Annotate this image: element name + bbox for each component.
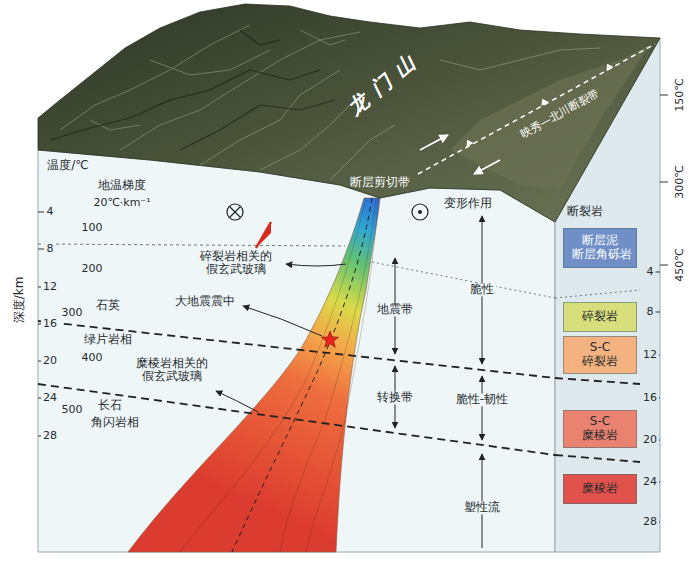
boundary-line bbox=[38, 244, 345, 246]
mineral-label: 长石 bbox=[98, 399, 122, 412]
strike-slip-arrow bbox=[420, 135, 448, 150]
column-title: 变形作用 bbox=[444, 197, 492, 210]
zone-name: 断层剪切带 bbox=[350, 176, 410, 189]
depth-value: 8 bbox=[45, 243, 56, 255]
box-text: 糜棱岩 bbox=[582, 482, 618, 496]
slip-arrow bbox=[256, 222, 271, 248]
mineral-label: 石英 bbox=[96, 299, 120, 312]
box-text: 碎裂岩 bbox=[582, 310, 618, 324]
leader-arrow bbox=[286, 264, 346, 266]
ridge bbox=[260, 100, 355, 170]
terrain-valleys bbox=[50, 30, 335, 150]
box-text: S-C 碎裂岩 bbox=[572, 341, 628, 369]
temperature-ticks bbox=[660, 95, 668, 265]
facies-boundary bbox=[38, 384, 555, 455]
fault-rock-box: 断层泥断层角砾岩 bbox=[563, 228, 637, 268]
temperature-value: 300 bbox=[62, 307, 83, 319]
temperature-value: 200 bbox=[82, 263, 103, 275]
boundary-line bbox=[372, 262, 555, 298]
temperature-value: 400 bbox=[82, 352, 103, 364]
callout-text: 碎裂岩相关的假玄武玻璃 bbox=[197, 250, 275, 276]
depth-value: 12 bbox=[41, 281, 59, 293]
shear-line bbox=[180, 198, 366, 552]
terrain-surface bbox=[38, 4, 660, 222]
facies-label: 绿片岩相 bbox=[84, 333, 132, 346]
box-text: 断层泥 bbox=[582, 234, 618, 248]
epicentre-star bbox=[321, 331, 338, 347]
ridge bbox=[330, 125, 395, 180]
facies-label: 角闪岩相 bbox=[91, 416, 139, 429]
axis-title: 深度/km bbox=[13, 277, 26, 324]
depth-value: 4 bbox=[645, 266, 656, 278]
into-page-symbol bbox=[227, 204, 243, 220]
zone-label: 转换带 bbox=[375, 391, 415, 404]
range-arrow bbox=[482, 376, 483, 440]
fault-shear-zone bbox=[128, 198, 380, 552]
front-face bbox=[38, 150, 555, 552]
leader-arrow bbox=[216, 391, 258, 412]
into-page-symbol bbox=[230, 207, 241, 218]
temperature-label: 300℃ bbox=[674, 165, 686, 198]
ridge bbox=[440, 48, 600, 70]
thrust-tooth bbox=[607, 64, 614, 71]
temperature-value: 100 bbox=[82, 222, 103, 234]
facies-boundary bbox=[555, 378, 640, 384]
terrain-ridges bbox=[60, 25, 600, 180]
thrust-tooth bbox=[467, 140, 474, 147]
fault-rock-box: S-C 碎裂岩 bbox=[563, 336, 637, 374]
depth-value: 16 bbox=[41, 318, 59, 330]
depth-value: 20 bbox=[41, 355, 59, 367]
leader-arrow bbox=[243, 306, 322, 336]
box-text: 断层角砾岩 bbox=[572, 248, 628, 262]
depth-value: 4 bbox=[45, 206, 56, 218]
ridge bbox=[60, 25, 250, 130]
depth-value: 8 bbox=[645, 306, 656, 318]
callout-text: 糜棱岩相关的假玄武玻璃 bbox=[133, 357, 211, 383]
out-of-page-symbol bbox=[418, 210, 422, 214]
gradient-value: 20℃·km⁻¹ bbox=[93, 197, 150, 209]
out-of-page-symbol bbox=[412, 204, 428, 220]
slip-arrow bbox=[256, 222, 271, 248]
fault-rock-box: 糜棱岩 bbox=[563, 474, 637, 504]
deformation-label: 脆性-韧性 bbox=[454, 393, 510, 406]
zone-label: 地震带 bbox=[375, 303, 415, 316]
temperature-value: 500 bbox=[62, 404, 83, 416]
valley bbox=[240, 30, 280, 45]
depth-value: 28 bbox=[641, 516, 659, 528]
shear-line bbox=[306, 198, 378, 552]
gradient-note: 地温梯度 bbox=[98, 179, 146, 192]
shear-line bbox=[280, 198, 376, 552]
deformation-label: 脆性 bbox=[468, 283, 496, 296]
depth-value: 20 bbox=[641, 434, 659, 446]
ridge bbox=[150, 50, 270, 75]
depth-value: 12 bbox=[641, 349, 659, 361]
boundary-line bbox=[555, 290, 640, 298]
temperature-label: 150℃ bbox=[674, 78, 686, 111]
axis-title: 温度/℃ bbox=[47, 159, 89, 172]
valley bbox=[50, 70, 320, 140]
ridge bbox=[120, 32, 360, 150]
depth-value: 28 bbox=[41, 430, 59, 442]
fault-rock-box: 碎裂岩 bbox=[563, 302, 637, 332]
facies-boundary bbox=[555, 455, 640, 462]
depth-value: 24 bbox=[641, 476, 659, 488]
deformation-label: 塑性流 bbox=[462, 501, 502, 514]
thrust-tooth bbox=[542, 99, 549, 106]
valley bbox=[180, 100, 335, 150]
column-title: 断裂岩 bbox=[567, 205, 603, 218]
fault-trace bbox=[418, 44, 655, 174]
depth-value: 24 bbox=[41, 392, 59, 404]
depth-value: 16 bbox=[641, 392, 659, 404]
fault-rock-box: S-C 糜棱岩 bbox=[563, 410, 637, 448]
temperature-label: 450℃ bbox=[674, 248, 686, 281]
box-text: S-C 糜棱岩 bbox=[572, 415, 628, 443]
terrain-plain bbox=[450, 45, 650, 190]
callout-text: 大地震震中 bbox=[175, 295, 235, 308]
strike-slip-arrow bbox=[474, 160, 500, 174]
facies-boundary bbox=[38, 321, 555, 378]
ridge bbox=[300, 30, 345, 45]
